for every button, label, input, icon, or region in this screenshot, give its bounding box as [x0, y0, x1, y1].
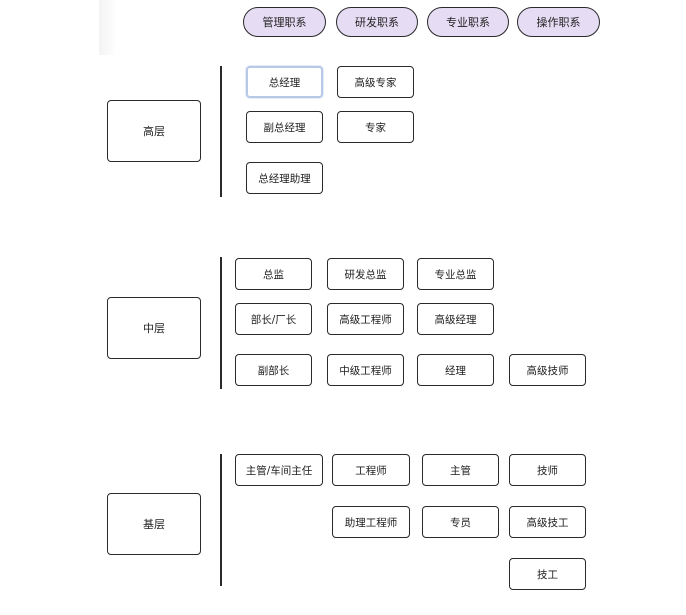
node-specialist[interactable]: 专员	[422, 506, 499, 538]
node-senior-engineer[interactable]: 高级工程师	[327, 303, 404, 335]
node-deputy-dept-head[interactable]: 副部长	[235, 354, 312, 386]
node-deputy-general-manager[interactable]: 副总经理	[246, 111, 323, 143]
node-mid-engineer[interactable]: 中级工程师	[327, 354, 404, 386]
header-management[interactable]: 管理职系	[243, 7, 326, 37]
node-senior-skilled-worker[interactable]: 高级技工	[509, 506, 586, 538]
level-middle-divider	[220, 257, 222, 389]
level-base-divider	[220, 454, 222, 586]
node-rnd-director[interactable]: 研发总监	[327, 258, 404, 290]
level-top[interactable]: 高层	[107, 100, 201, 162]
background-shade	[99, 0, 117, 55]
node-skilled-worker[interactable]: 技工	[509, 558, 586, 590]
node-senior-technician[interactable]: 高级技师	[509, 354, 586, 386]
node-senior-expert[interactable]: 高级专家	[337, 66, 414, 98]
node-expert[interactable]: 专家	[337, 111, 414, 143]
level-top-divider	[220, 66, 222, 197]
level-middle[interactable]: 中层	[107, 297, 201, 359]
node-engineer[interactable]: 工程师	[332, 454, 410, 486]
node-supervisor-workshop-head[interactable]: 主管/车间主任	[235, 454, 323, 486]
node-technician[interactable]: 技师	[509, 454, 586, 486]
node-dept-head[interactable]: 部长/厂长	[235, 303, 312, 335]
node-director[interactable]: 总监	[235, 258, 312, 290]
node-assistant-engineer[interactable]: 助理工程师	[332, 506, 410, 538]
level-base[interactable]: 基层	[107, 493, 201, 555]
header-professional[interactable]: 专业职系	[427, 7, 509, 37]
node-professional-director[interactable]: 专业总监	[417, 258, 494, 290]
node-manager[interactable]: 经理	[417, 354, 494, 386]
node-supervisor[interactable]: 主管	[422, 454, 499, 486]
header-operations[interactable]: 操作职系	[517, 7, 600, 37]
header-rnd[interactable]: 研发职系	[336, 7, 418, 37]
node-senior-manager[interactable]: 高级经理	[417, 303, 494, 335]
node-general-manager[interactable]: 总经理	[246, 66, 323, 98]
node-gm-assistant[interactable]: 总经理助理	[246, 162, 323, 194]
